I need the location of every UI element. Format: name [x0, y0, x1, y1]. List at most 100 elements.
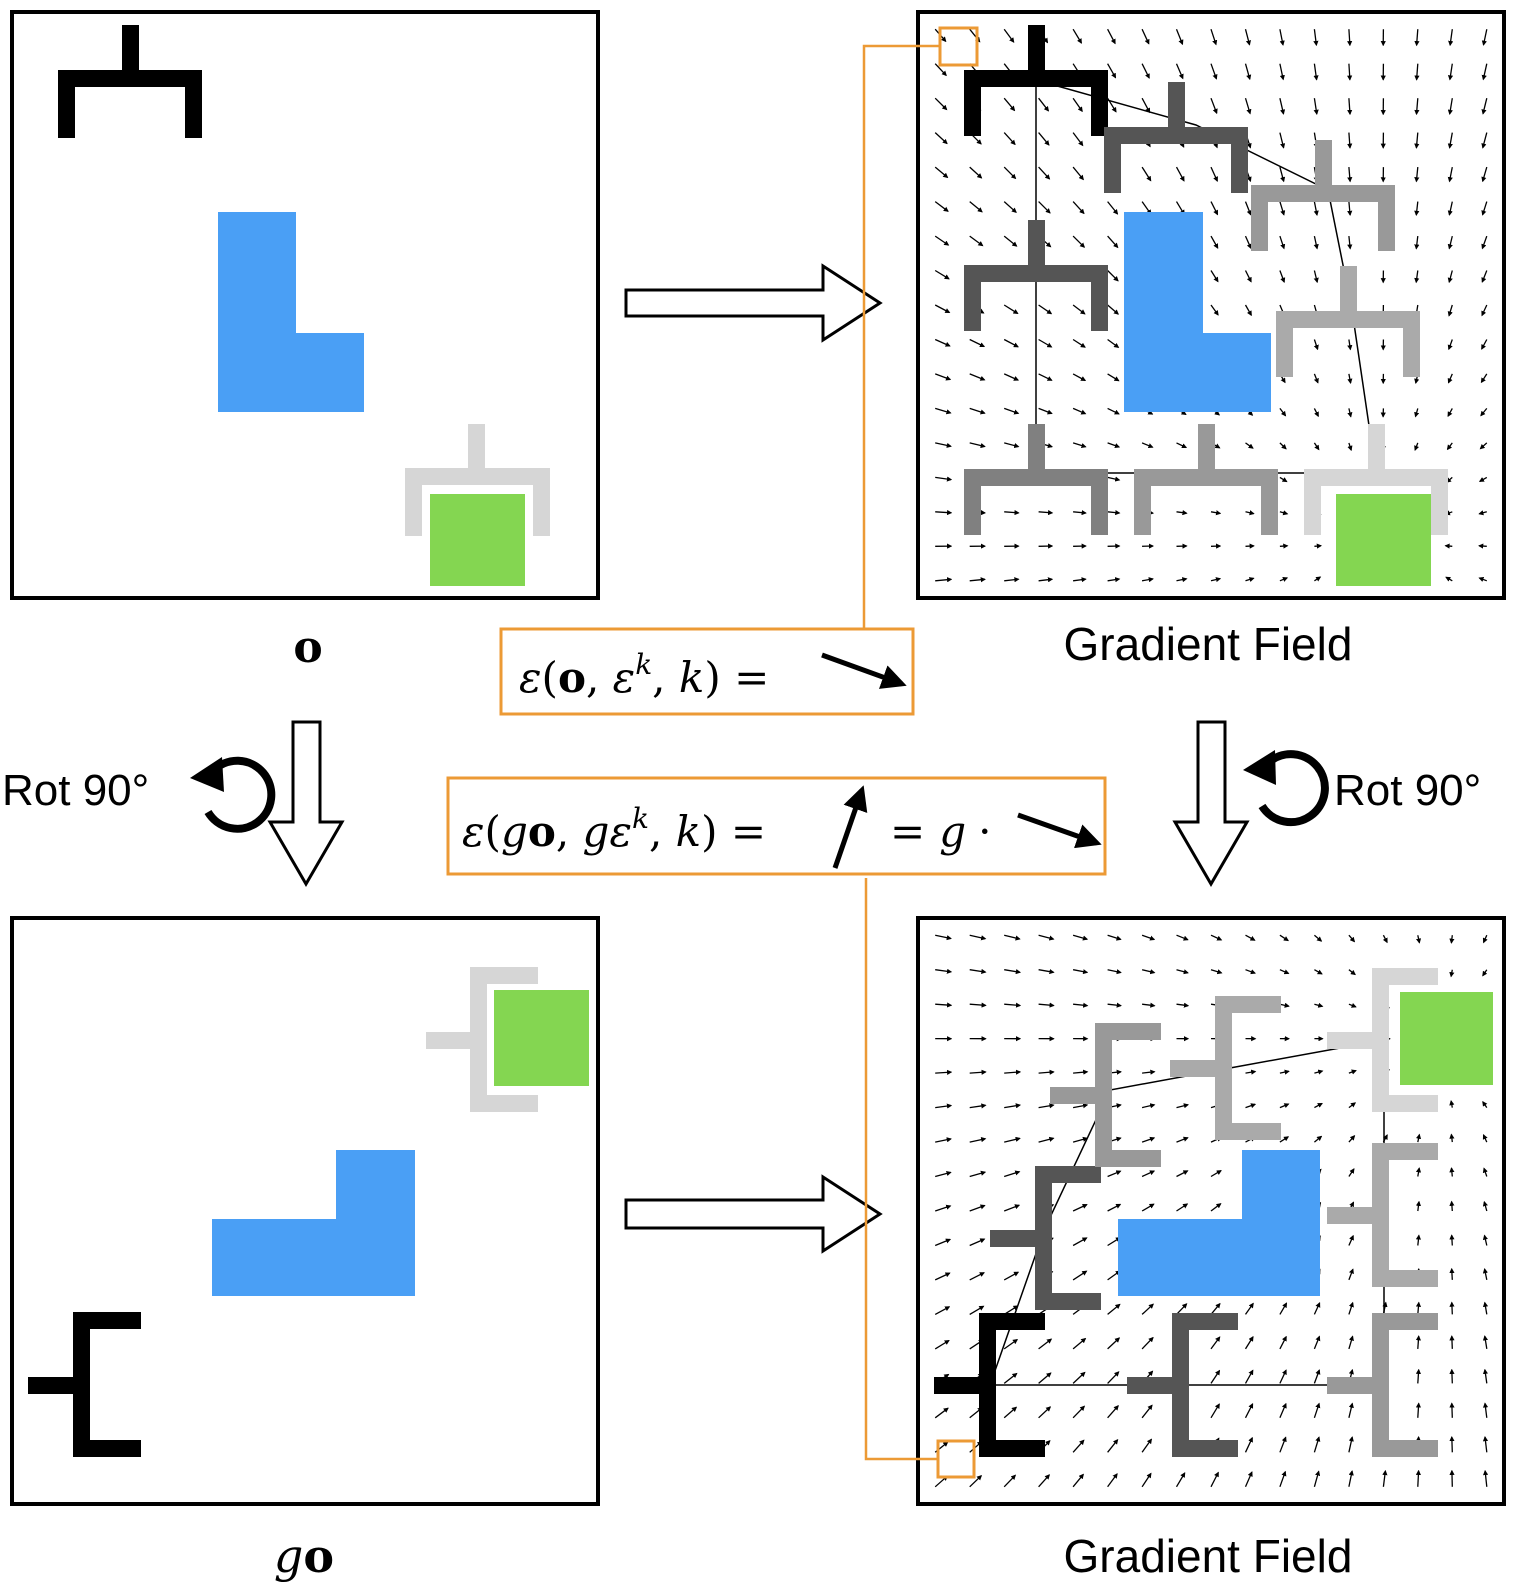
counterclockwise-rotation-icon-right	[1243, 750, 1329, 827]
field-vector	[934, 373, 952, 381]
field-vector	[1447, 201, 1453, 216]
field-vector	[1481, 270, 1488, 283]
field-vector	[1279, 29, 1285, 46]
field-vector	[1072, 1103, 1089, 1109]
field-vector	[1348, 1168, 1355, 1177]
field-vector	[1107, 373, 1120, 382]
field-vector	[1072, 373, 1087, 382]
field-vector	[1210, 270, 1219, 283]
field-vector	[1449, 1301, 1455, 1315]
field-vector	[1245, 934, 1256, 941]
field-vector	[1444, 543, 1453, 549]
field-vector	[1141, 1472, 1152, 1488]
field-vector	[1141, 63, 1150, 79]
field-vector	[935, 509, 953, 516]
field-vector	[1038, 577, 1054, 583]
equation-box-bottom: ε(go, gεk, k) = =g·	[446, 776, 1107, 876]
field-vector	[1347, 63, 1353, 81]
field-vector	[1414, 98, 1420, 116]
field-vector	[1482, 1100, 1488, 1108]
field-vector	[1003, 304, 1019, 315]
field-vector	[1348, 1301, 1354, 1315]
hollow-down-arrow-right	[1172, 720, 1250, 887]
field-vector	[1313, 1302, 1321, 1315]
field-vector	[1210, 166, 1218, 182]
field-vector	[1176, 969, 1189, 975]
field-vector	[1072, 304, 1086, 315]
field-vector	[1480, 373, 1488, 384]
field-vector	[1107, 1473, 1118, 1488]
field-vector	[1482, 1368, 1489, 1384]
field-vector	[1176, 1136, 1189, 1143]
field-vector	[1279, 166, 1286, 183]
field-vector	[1382, 1469, 1388, 1487]
field-vector	[969, 338, 986, 348]
field-vector	[1244, 1436, 1253, 1453]
field-vector	[934, 269, 950, 280]
transformed-observation-panel	[10, 916, 600, 1506]
field-vector	[1072, 1439, 1085, 1453]
field-vector	[1414, 63, 1420, 81]
field-vector	[1210, 510, 1222, 516]
field-vector	[1314, 576, 1322, 582]
field-vector	[1107, 442, 1121, 449]
field-vector	[1313, 1402, 1321, 1419]
field-vector	[1447, 63, 1454, 81]
field-vector	[1445, 576, 1453, 582]
field-vector	[1107, 338, 1120, 349]
field-vector	[1244, 201, 1252, 216]
field-vector	[1210, 577, 1222, 583]
field-vector	[1449, 935, 1455, 944]
field-vector	[1348, 1436, 1354, 1453]
field-vector	[1141, 1404, 1153, 1419]
field-vector	[1449, 1167, 1455, 1177]
field-vector	[1107, 1405, 1119, 1419]
field-vector	[1038, 1103, 1055, 1109]
field-vector	[1004, 1103, 1022, 1109]
field-vector	[1003, 1372, 1018, 1384]
field-vector	[1347, 408, 1353, 418]
hollow-right-arrow-bottom	[624, 1174, 883, 1254]
field-vector	[1348, 1268, 1354, 1281]
field-vector	[1141, 1303, 1154, 1315]
field-vector	[1244, 1402, 1254, 1419]
field-vector	[1348, 1402, 1354, 1418]
field-vector	[1481, 132, 1488, 149]
field-vector	[1313, 339, 1319, 351]
field-vector	[1447, 339, 1453, 351]
transformed-symbol-o: o	[303, 1529, 334, 1583]
field-vector	[1210, 1336, 1221, 1350]
field-vector	[969, 1272, 985, 1281]
field-vector	[1481, 63, 1488, 81]
field-vector	[1107, 270, 1119, 282]
field-vector	[1142, 1002, 1156, 1008]
field-vector	[935, 1002, 953, 1008]
field-vector	[1348, 1135, 1356, 1143]
field-vector	[1210, 1403, 1220, 1419]
field-vector	[1414, 408, 1420, 418]
field-vector	[1210, 63, 1218, 80]
field-vector	[1072, 1473, 1084, 1488]
field-vector	[1449, 1435, 1455, 1453]
field-vector	[1038, 1474, 1050, 1488]
field-vector	[1141, 1203, 1155, 1212]
field-vector	[1004, 1170, 1021, 1178]
field-vector	[1279, 476, 1288, 483]
field-vector	[1279, 510, 1289, 516]
field-vector	[1279, 132, 1286, 149]
field-vector	[1038, 201, 1051, 214]
rot-label-left: Rot 90°	[2, 766, 149, 815]
field-vector	[1107, 476, 1121, 482]
field-vector	[1415, 1167, 1422, 1177]
field-vector	[1415, 1368, 1422, 1384]
field-vector	[1210, 969, 1223, 975]
field-vector	[1279, 408, 1287, 417]
field-vector	[1348, 969, 1356, 976]
field-vector	[1107, 201, 1119, 215]
field-vector	[969, 1137, 987, 1143]
field-vector	[1313, 408, 1319, 418]
observation-panel	[10, 10, 600, 600]
field-vector	[1449, 1099, 1455, 1108]
gripper-pose-3	[1251, 140, 1395, 251]
field-vector	[1141, 934, 1156, 941]
